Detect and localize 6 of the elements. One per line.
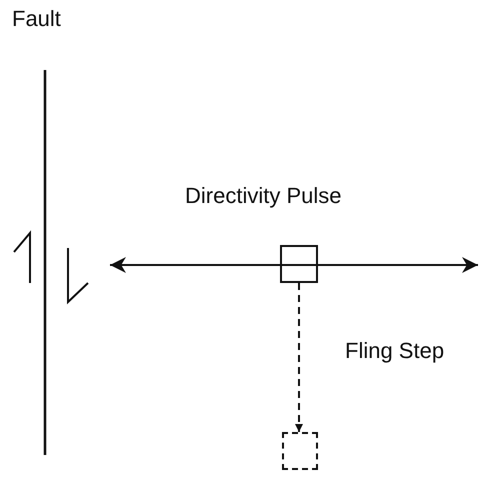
square-marker — [280, 245, 318, 283]
label: Directivity Pulse — [185, 183, 342, 209]
edge-label: Fling Step — [345, 338, 444, 364]
arrow — [295, 283, 303, 432]
dashed-square — [282, 432, 318, 470]
label: Fault — [12, 6, 61, 32]
